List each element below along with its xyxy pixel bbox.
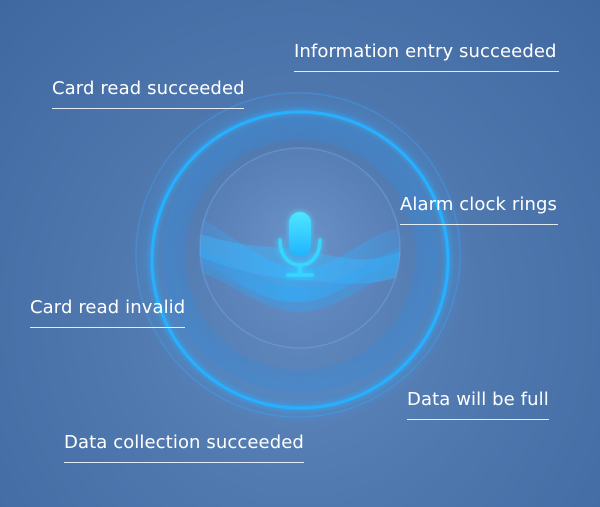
- sound-wave-1: [200, 215, 400, 303]
- main-ring: [150, 110, 450, 410]
- label-information-entry-succeeded: Information entry succeeded: [294, 41, 559, 72]
- inner-band: [163, 118, 437, 392]
- label-text: Information entry succeeded: [294, 41, 557, 62]
- sound-wave-2: [200, 232, 400, 284]
- sound-wave-3: [200, 245, 400, 312]
- inner-ring-edge: [199, 147, 401, 349]
- label-data-will-be-full: Data will be full: [407, 389, 549, 420]
- label-text: Alarm clock rings: [400, 194, 557, 215]
- label-text: Card read invalid: [30, 297, 186, 318]
- label-text: Data will be full: [407, 389, 549, 410]
- outer-thin-ring: [135, 92, 461, 418]
- microphone-icon: [278, 212, 322, 277]
- label-card-read-invalid: Card read invalid: [30, 297, 185, 328]
- sound-wave-group: [200, 215, 400, 312]
- label-alarm-clock-rings: Alarm clock rings: [400, 194, 558, 225]
- label-text: Data collection succeeded: [64, 432, 304, 453]
- label-text: Card read succeeded: [52, 78, 245, 99]
- label-data-collection-succeeded: Data collection succeeded: [64, 432, 304, 463]
- label-card-read-succeeded: Card read succeeded: [52, 78, 245, 109]
